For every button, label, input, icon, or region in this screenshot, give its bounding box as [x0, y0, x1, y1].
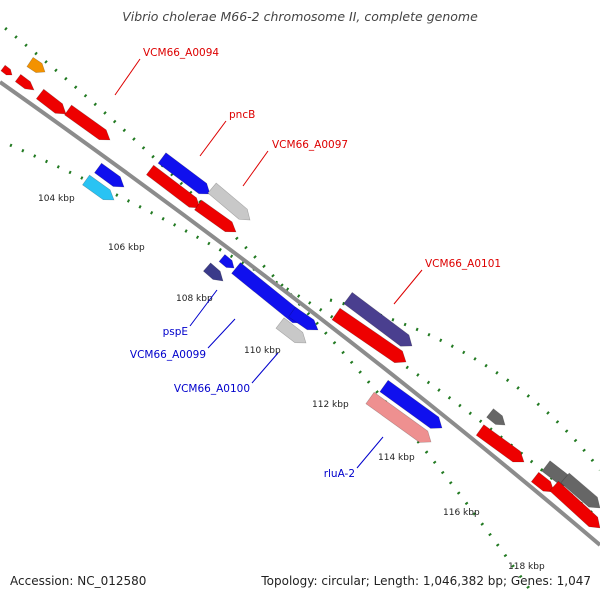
gene-feature-f4[interactable] — [35, 88, 67, 115]
gene-feature-f11[interactable] — [194, 199, 237, 233]
gene-feature-f18[interactable] — [331, 307, 407, 364]
gene-feature-f13[interactable] — [218, 254, 235, 269]
kbp-labels: 104 kbp 106 kbp 108 kbp 110 kbp 112 kbp 114 k… — [38, 194, 545, 572]
kbp-label-118: 118 kbp — [508, 562, 545, 572]
gene-label-VCM66_A0099[interactable]: VCM66_A0099 — [130, 349, 206, 361]
leader-line-VCM66_A0094 — [114, 58, 141, 96]
kbp-label-110: 110 kbp — [244, 346, 281, 356]
gene-feature-f17[interactable] — [343, 291, 413, 347]
leader-line-VCM66_A0097 — [242, 150, 269, 187]
gene-label-VCM66_A0097[interactable]: VCM66_A0097 — [272, 139, 348, 151]
tick-track-3 — [329, 298, 600, 471]
gene-feature-f25[interactable] — [560, 472, 600, 509]
leader-line-pspE — [189, 289, 218, 327]
gene-feature-f16[interactable] — [275, 317, 307, 344]
chromosome-backbone — [0, 80, 600, 547]
leader-line-VCM66_A0101 — [393, 269, 423, 305]
gene-feature-f21[interactable] — [486, 408, 506, 426]
gene-label-VCM66_A0100[interactable]: VCM66_A0100 — [174, 383, 250, 395]
gene-feature-f3[interactable] — [14, 73, 35, 91]
leader-line-rluA-2 — [356, 436, 384, 469]
gene-label-pncB[interactable]: pncB — [229, 109, 255, 121]
gene-feature-f26[interactable] — [549, 480, 600, 529]
accession-text: Accession: NC_012580 — [10, 574, 147, 588]
leader-line-pncB — [199, 120, 227, 157]
kbp-label-104: 104 kbp — [38, 194, 75, 204]
gene-feature-f1[interactable] — [0, 64, 13, 76]
map-title: Vibrio cholerae M66-2 chromosome II, com… — [122, 9, 478, 24]
gene-label-rluA-2[interactable]: rluA-2 — [324, 468, 355, 480]
tick-tracks — [0, 22, 600, 598]
gene-feature-f9[interactable] — [207, 182, 251, 221]
gene-feature-f12[interactable] — [202, 262, 224, 282]
gene-feature-f2[interactable] — [26, 56, 46, 73]
gene-labels: VCM66_A0094 pncB VCM66_A0097VCM66_A0101psp… — [114, 47, 501, 480]
leader-line-VCM66_A0099 — [207, 318, 236, 349]
gene-feature-f7[interactable] — [82, 174, 115, 201]
leader-line-VCM66_A0100 — [251, 352, 279, 384]
gene-feature-f15[interactable] — [288, 306, 319, 331]
gene-feature-f10[interactable] — [145, 164, 201, 209]
tick-track-2 — [9, 143, 600, 522]
gene-feature-f8[interactable] — [157, 152, 211, 195]
gene-features — [0, 56, 600, 529]
kbp-label-106: 106 kbp — [108, 243, 145, 253]
gene-feature-f22[interactable] — [475, 424, 525, 463]
kbp-label-114: 114 kbp — [378, 453, 415, 463]
topology-summary: Topology: circular; Length: 1,046,382 bp… — [261, 574, 591, 588]
gene-feature-f24[interactable] — [530, 471, 555, 493]
kbp-label-112: 112 kbp — [312, 400, 349, 410]
kbp-label-108: 108 kbp — [176, 294, 213, 304]
gene-label-pspE[interactable]: pspE — [163, 326, 188, 338]
gene-feature-f19[interactable] — [379, 379, 443, 429]
gene-feature-f6[interactable] — [94, 162, 125, 188]
gene-label-VCM66_A0094[interactable]: VCM66_A0094 — [143, 47, 219, 59]
gene-feature-f20[interactable] — [365, 391, 432, 443]
kbp-label-116: 116 kbp — [443, 508, 480, 518]
gene-feature-f5[interactable] — [64, 104, 111, 141]
gene-label-VCM66_A0101[interactable]: VCM66_A0101 — [425, 258, 501, 270]
